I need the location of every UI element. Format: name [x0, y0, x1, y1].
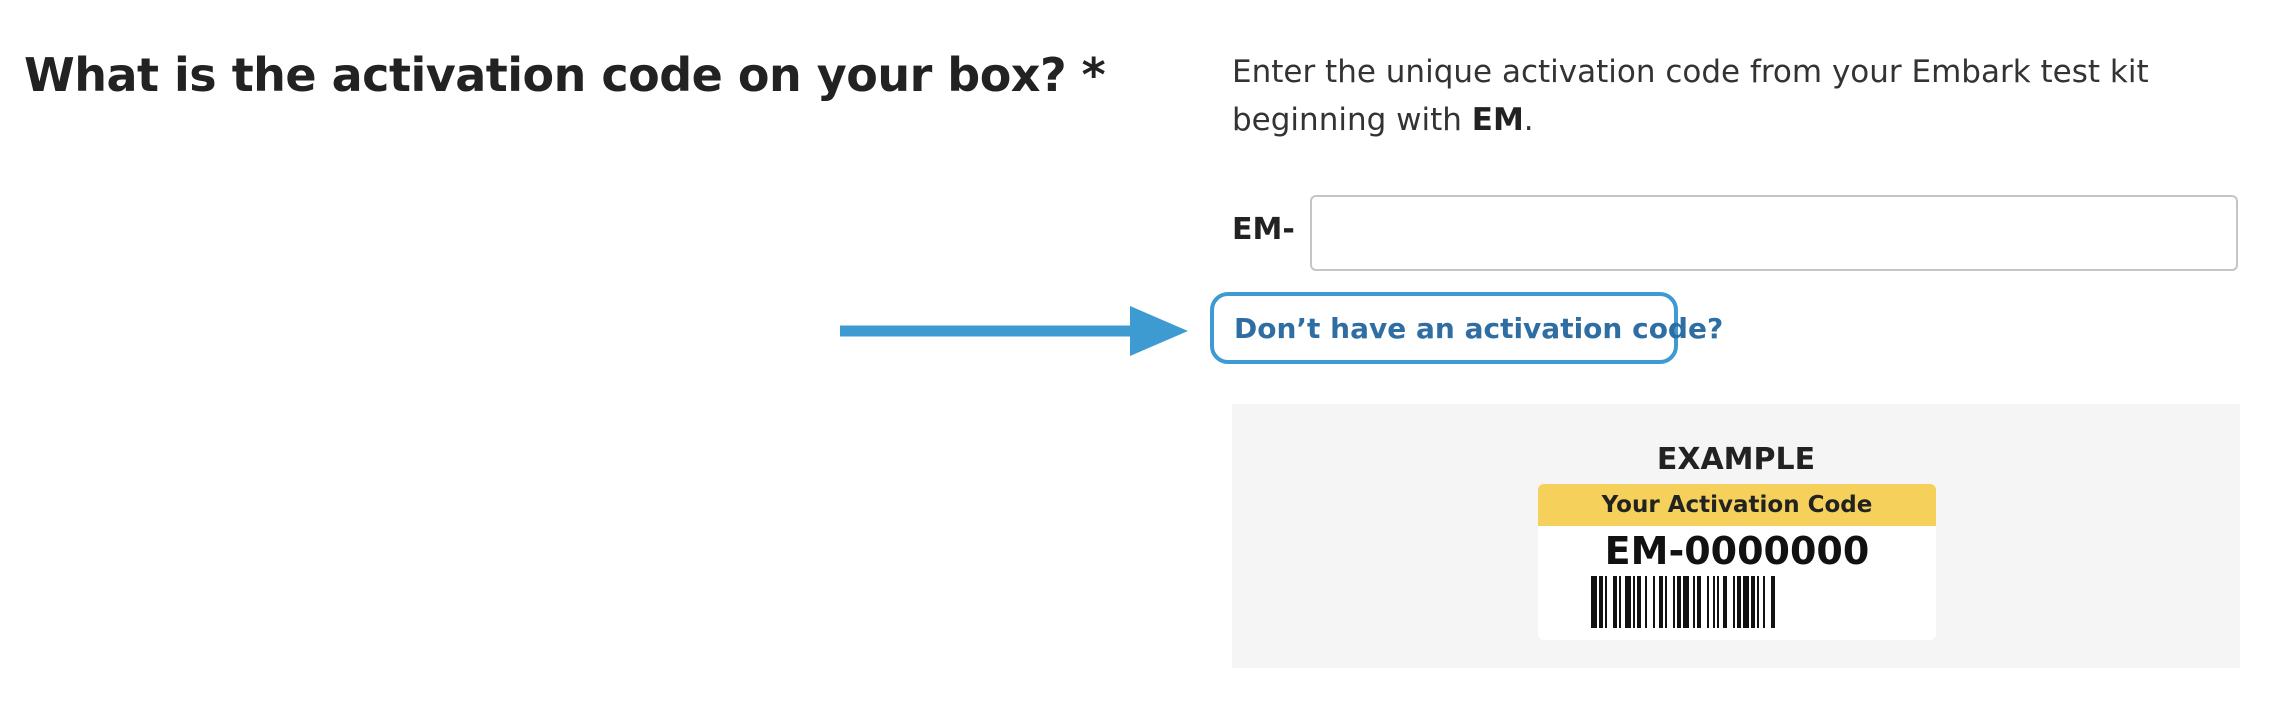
example-label-header: Your Activation Code: [1538, 484, 1936, 526]
barcode-bar: [1717, 576, 1719, 628]
code-prefix-label: EM-: [1232, 212, 1295, 247]
example-label-code: EM-0000000: [1604, 529, 1870, 573]
example-title: EXAMPLE: [1656, 442, 1816, 477]
barcode-bar: [1613, 576, 1617, 628]
barcode-bar: [1591, 576, 1597, 628]
barcode-bar: [1697, 576, 1701, 628]
barcode-bar: [1605, 576, 1607, 628]
barcode-bar: [1707, 576, 1709, 628]
barcode-bar: [1653, 576, 1655, 628]
barcode-bar: [1633, 576, 1635, 628]
barcode-bar: [1683, 576, 1689, 628]
barcode-bar: [1763, 576, 1765, 628]
barcode-bar: [1771, 576, 1775, 628]
activation-code-input[interactable]: [1310, 195, 2238, 271]
barcode-bar: [1713, 576, 1715, 628]
barcode-icon: [1591, 576, 1775, 628]
no-activation-code-label: Don’t have an activation code?: [1234, 311, 1724, 345]
barcode-bar: [1665, 576, 1667, 628]
example-label-card: Your Activation Code EM-0000000: [1538, 484, 1936, 640]
arrow-right-icon: [840, 306, 1188, 356]
example-panel: EXAMPLE Your Activation Code EM-0000000: [1232, 404, 2240, 668]
barcode-bar: [1733, 576, 1735, 628]
barcode-bar: [1625, 576, 1631, 628]
instructions-text: Enter the unique activation code from yo…: [1232, 48, 2232, 144]
question-heading: What is the activation code on your box?…: [24, 48, 1106, 102]
barcode-bar: [1677, 576, 1681, 628]
instructions-emphasis: EM: [1471, 102, 1524, 138]
barcode-bar: [1723, 576, 1727, 628]
barcode-bar: [1645, 576, 1647, 628]
barcode-bar: [1599, 576, 1603, 628]
barcode-bar: [1757, 576, 1759, 628]
barcode-bar: [1637, 576, 1641, 628]
barcode-bar: [1751, 576, 1755, 628]
barcode-bar: [1619, 576, 1621, 628]
barcode-bar: [1737, 576, 1741, 628]
barcode-bar: [1693, 576, 1695, 628]
instructions-trail: .: [1523, 102, 1534, 138]
barcode-bar: [1743, 576, 1749, 628]
barcode-bar: [1673, 576, 1675, 628]
instructions-lead: Enter the unique activation code from yo…: [1232, 54, 2149, 138]
arrow-head: [1130, 306, 1188, 356]
no-activation-code-link[interactable]: Don’t have an activation code?: [1210, 292, 1723, 364]
barcode-bar: [1659, 576, 1663, 628]
